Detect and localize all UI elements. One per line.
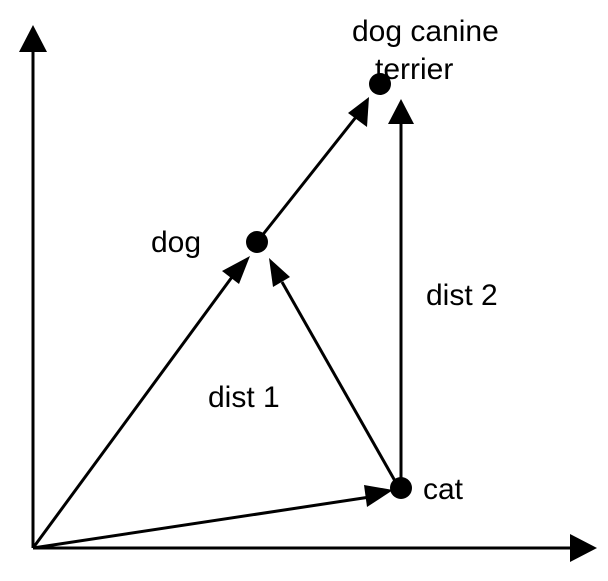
cat-to-dog-arrowhead (269, 258, 290, 287)
dist2-label: dist 2 (426, 279, 498, 312)
cat-point (390, 477, 412, 499)
cat-label: cat (423, 473, 464, 506)
origin-to-dog-arrowhead (222, 256, 250, 284)
y-axis-arrowhead (19, 25, 47, 52)
terrier-point (369, 73, 391, 95)
dist1-label: dist 1 (208, 381, 280, 414)
cat-to-dog-arrow (280, 281, 401, 489)
terrier-label-line2: terrier (375, 53, 453, 86)
dog-label: dog (151, 226, 201, 259)
origin-to-cat-arrowhead (364, 485, 393, 507)
cat-to-terrier-arrowhead (388, 99, 414, 124)
dog-to-terrier-arrow (255, 116, 358, 243)
dog-point (246, 231, 268, 253)
origin-to-cat-arrow (32, 495, 371, 550)
dog-to-terrier-arrowhead (348, 97, 369, 127)
origin-to-dog-arrow (31, 276, 234, 549)
terrier-label-line1: dog canine (352, 15, 499, 48)
x-axis-arrowhead (570, 534, 597, 562)
